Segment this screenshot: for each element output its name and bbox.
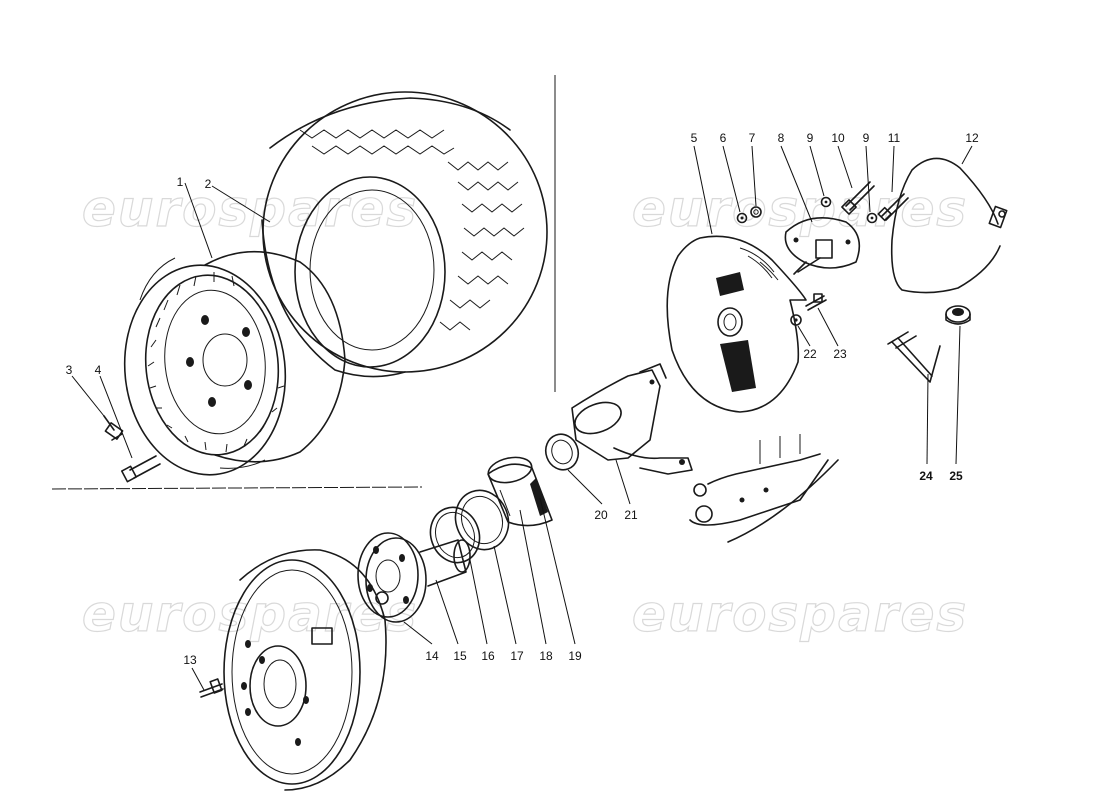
callout-17: 17 [510, 649, 524, 663]
callout-15: 15 [453, 649, 467, 663]
cable-drawing [890, 157, 1008, 294]
callout-22: 22 [803, 347, 817, 361]
bolt-drawing [120, 455, 161, 483]
callout-5: 5 [691, 131, 698, 145]
washer-drawing [866, 212, 878, 224]
horizontal-divider [51, 486, 423, 490]
valve-drawing [103, 415, 124, 441]
callout-10: 10 [831, 131, 845, 145]
callout-19: 19 [568, 649, 582, 663]
spindle-drawing [419, 539, 471, 587]
callout-21: 21 [624, 508, 638, 522]
callout-25: 25 [949, 469, 963, 483]
clip-drawing [887, 331, 941, 383]
callout-8: 8 [778, 131, 785, 145]
hub-carrier-drawing [571, 363, 693, 475]
sensor-plate-drawing [784, 216, 861, 275]
wheel-rim-drawing [123, 250, 346, 476]
washer-drawing [790, 314, 802, 326]
screw-drawing [841, 181, 875, 215]
callout-9b: 9 [863, 131, 870, 145]
brake-disc-drawing [223, 549, 387, 791]
callout-7: 7 [749, 131, 756, 145]
callout-18: 18 [539, 649, 553, 663]
nut-drawing [750, 206, 762, 218]
spacer-drawing [454, 489, 510, 551]
washer-drawing [820, 196, 832, 208]
bearing-drawing [487, 456, 553, 527]
callout-9: 9 [807, 131, 814, 145]
control-arm-drawing [689, 434, 839, 543]
callout-2: 2 [205, 177, 212, 191]
hub-drawing [357, 532, 427, 623]
grommet-drawing [945, 305, 971, 325]
callout-4: 4 [95, 363, 102, 377]
leader-lines [71, 145, 973, 691]
callout-1: 1 [177, 175, 184, 189]
callout-20: 20 [594, 508, 608, 522]
screw-drawing [805, 293, 827, 311]
callout-11: 11 [888, 131, 901, 145]
washer-drawing [736, 212, 748, 224]
callout-14: 14 [425, 649, 439, 663]
seal-drawing [544, 433, 580, 471]
callout-23: 23 [833, 347, 847, 361]
dust-shield-drawing [666, 235, 807, 413]
callout-labels: 1 2 3 4 5 6 7 8 9 10 9 11 12 13 14 15 16… [66, 131, 979, 667]
callout-16: 16 [481, 649, 495, 663]
circlip-drawing [429, 506, 481, 564]
screw-drawing [877, 193, 909, 222]
callout-3: 3 [66, 363, 73, 377]
tyre-drawing [261, 91, 548, 378]
callout-24: 24 [919, 469, 933, 483]
callout-13: 13 [183, 653, 197, 667]
callout-12: 12 [965, 131, 979, 145]
disc-stud-drawing [199, 678, 224, 698]
callout-6: 6 [720, 131, 727, 145]
